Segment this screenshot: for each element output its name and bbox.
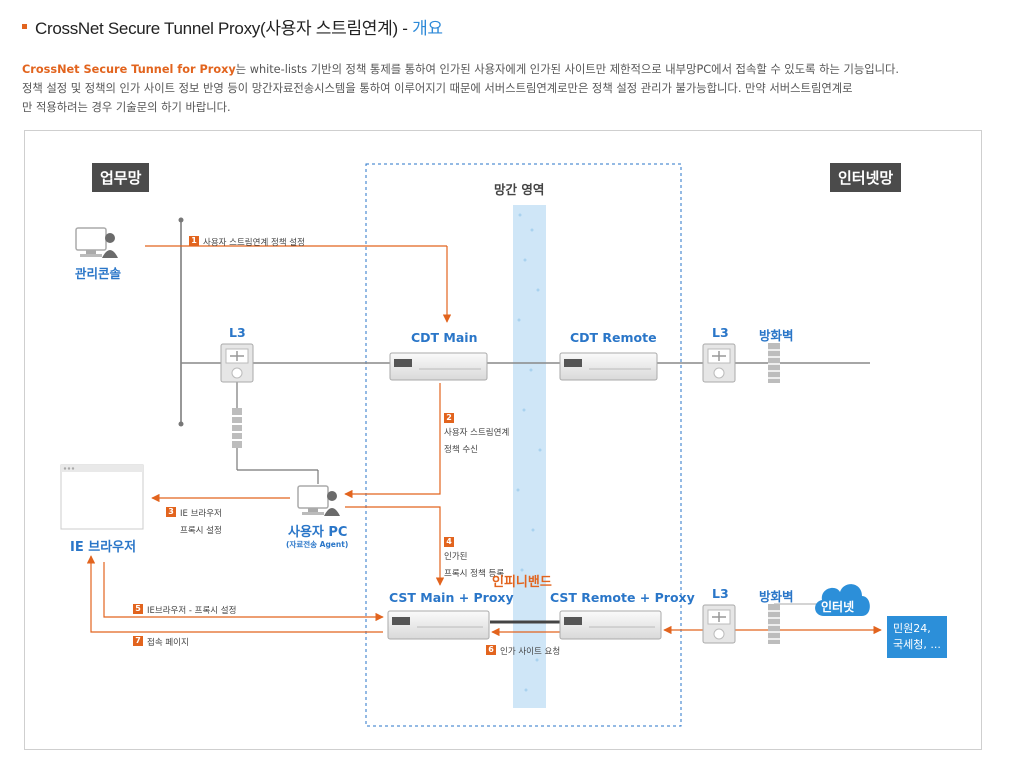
cst-main-device-icon (387, 610, 490, 640)
intro-paragraph: CrossNet Secure Tunnel for Proxy는 white-… (22, 60, 992, 117)
step-2-text-2: 정책 수신 (444, 445, 478, 455)
step-7-number: 7 (133, 635, 143, 646)
intro-text-2: 정책 설정 및 정책의 인가 사이트 정보 반영 등이 망간자료전송시스템을 통… (22, 82, 853, 95)
step-3-label: 3 IE 브라우저 프록시 설정 (166, 504, 222, 538)
cdt-remote-device-icon (559, 352, 658, 381)
public-sites-text-2: 국세청, ... (893, 638, 941, 651)
admin-console-label: 관리콘솔 (75, 266, 122, 281)
ie-browser-label: IE 브라우저 (70, 540, 137, 555)
l3-right-bottom-label: L3 (712, 586, 729, 601)
ie-browser-window-icon (60, 464, 144, 530)
step-2-number: 2 (444, 412, 454, 423)
step-5-text: IE브라우저 - 프록시 설정 (147, 606, 237, 616)
step5-arrow (103, 562, 384, 622)
step-5-number: 5 (133, 603, 143, 614)
step-4-text-1: 인가된 (444, 552, 468, 562)
step-2-text-1: 사용자 스트림연계 (444, 428, 510, 438)
public-sites-text-1: 민원24, (893, 622, 931, 635)
user-pc-sublabel: (자료전송 Agent) (286, 540, 349, 549)
backbone-node-bottom (178, 421, 184, 427)
cdt-remote-label: CDT Remote (570, 330, 657, 345)
intro-text-1: 는 white-lists 기반의 정책 통제를 통하여 인가된 사용자에게 인… (235, 63, 900, 76)
step-4-text-2: 프록시 정책 등록 (444, 569, 505, 579)
backbone-cable-icon (232, 408, 242, 448)
step-1-label: 1 사용자 스트림연계 정책 설정 (189, 233, 305, 250)
title-bullet (22, 24, 27, 30)
step-7-text: 접속 페이지 (147, 638, 189, 648)
step-3-number: 3 (166, 506, 176, 517)
step-6-text: 인가 사이트 요청 (500, 647, 561, 657)
step2-arrow (344, 383, 441, 499)
step-1-number: 1 (189, 235, 199, 246)
step-7-label: 7 접속 페이지 (133, 633, 189, 650)
firewall-bottom-label: 방화벽 (759, 589, 794, 604)
step4-arrow (345, 506, 445, 586)
cst-main-label: CST Main + Proxy (389, 590, 514, 605)
step-4-label: 4 인가된 프록시 정책 등록 (444, 534, 504, 581)
page-title: CrossNet Secure Tunnel Proxy(사용자 스트림연계) … (22, 14, 443, 39)
zone-label-middle: 망간 영역 (494, 182, 545, 197)
l3-left-switch-icon (220, 343, 254, 383)
firewall-top-icon (768, 343, 780, 383)
step-2-label: 2 사용자 스트림연계 정책 수신 (444, 410, 509, 457)
l3-right-top-label: L3 (712, 325, 729, 340)
step7-arrow (86, 555, 383, 633)
cst-remote-device-icon (559, 610, 662, 640)
network-band-dots (516, 213, 542, 692)
firewall-bottom-icon (768, 604, 780, 644)
admin-console-icon (75, 227, 118, 258)
backbone-node-top (178, 217, 184, 223)
middle-zone-border (365, 163, 682, 727)
user-pc-label: 사용자 PC (288, 525, 348, 540)
diagram-frame (24, 130, 982, 750)
step-3-text-1: IE 브라우저 (180, 509, 222, 519)
cdt-main-label: CDT Main (411, 330, 478, 345)
step-5-label: 5 IE브라우저 - 프록시 설정 (133, 601, 236, 618)
firewall-top-label: 방화벽 (759, 328, 794, 343)
l3-left-label: L3 (229, 325, 246, 340)
infiniband-label: 인피니밴드 (492, 575, 552, 590)
l3-right-top-switch-icon (702, 343, 736, 383)
step-6-label: 6 인가 사이트 요청 (486, 642, 560, 659)
l3-right-bottom-switch-icon (702, 604, 736, 644)
network-band (513, 205, 546, 708)
step-3-text-2: 프록시 설정 (180, 526, 222, 536)
step-4-number: 4 (444, 536, 454, 547)
title-main: CrossNet Secure Tunnel Proxy(사용자 스트림연계) … (35, 19, 413, 38)
zone-label-left: 업무망 (92, 163, 150, 192)
internet-cloud-icon (815, 584, 870, 616)
user-pc-icon (297, 485, 340, 516)
intro-highlight: CrossNet Secure Tunnel for Proxy (22, 63, 236, 76)
zone-label-right: 인터넷망 (830, 163, 902, 192)
internet-label: 인터넷 (821, 600, 855, 614)
step-1-text: 사용자 스트림연계 정책 설정 (203, 238, 305, 248)
intro-text-3: 만 적용하려는 경우 기술문의 하기 바랍니다. (22, 101, 231, 114)
cst-remote-label: CST Remote + Proxy (550, 590, 695, 605)
cdt-main-device-icon (389, 352, 488, 381)
title-subtitle: 개요 (412, 19, 443, 38)
step-6-number: 6 (486, 644, 496, 655)
public-sites-box (887, 616, 947, 658)
